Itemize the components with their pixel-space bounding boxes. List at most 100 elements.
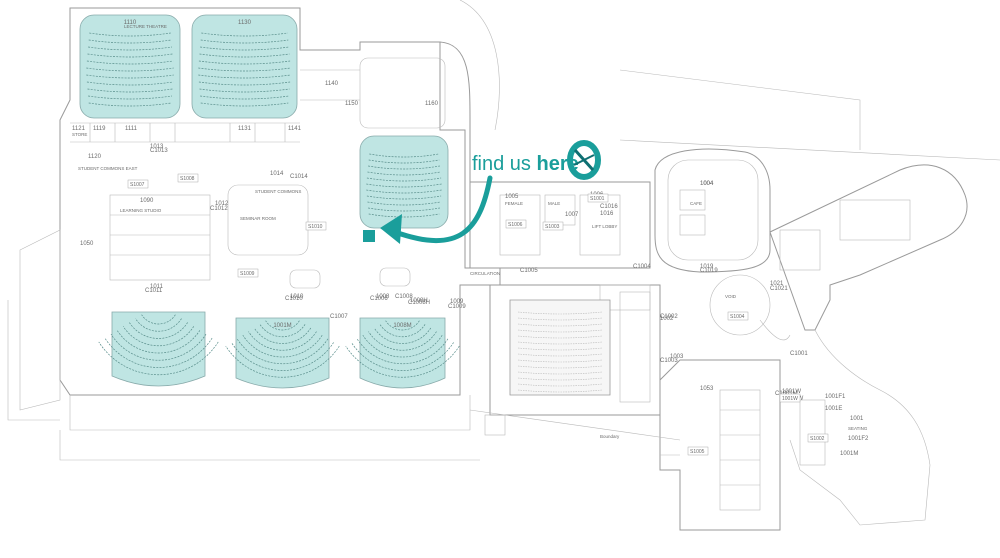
space-label: STUDENT COMMONS EAST bbox=[78, 166, 138, 171]
room-label: 1008 bbox=[376, 294, 390, 300]
circulation-label: C1008H bbox=[408, 300, 430, 306]
room-chip bbox=[177, 173, 199, 183]
room-label: 1001W bbox=[782, 389, 801, 395]
room-label: 1021 bbox=[770, 281, 784, 287]
room-label: 1004 bbox=[700, 181, 714, 187]
room-label: 1019 bbox=[700, 264, 714, 270]
auditorium-seat-row bbox=[517, 371, 603, 375]
room-label: 1007 bbox=[565, 212, 579, 218]
auditorium-seat-row bbox=[517, 341, 603, 345]
room-chip-label: S1001 bbox=[590, 196, 605, 202]
lecture-theatre[interactable] bbox=[98, 311, 219, 387]
room-chip-label: S1003 bbox=[545, 224, 560, 230]
space-label: STUDENT COMMONS bbox=[255, 189, 301, 194]
room-label: 1150 bbox=[345, 101, 359, 107]
theatre-label: 1130 bbox=[238, 20, 252, 26]
room-label: 1120 bbox=[88, 154, 102, 160]
room-chip bbox=[127, 179, 149, 189]
room-chip-label: S1005 bbox=[690, 449, 705, 455]
location-marker-icon[interactable] bbox=[363, 230, 375, 242]
lecture-theatre[interactable]: 1008M bbox=[345, 317, 460, 389]
room-label: 1111 bbox=[125, 126, 138, 132]
space-label: LIFT LOBBY bbox=[592, 224, 617, 229]
circulation-label: C1001 bbox=[790, 351, 808, 357]
room-chip-label: S1007 bbox=[130, 182, 145, 188]
room-chip bbox=[727, 311, 749, 321]
circulation-label: C1007 bbox=[330, 314, 348, 320]
room-label: 1001E bbox=[825, 406, 842, 412]
room-label: 1050 bbox=[80, 241, 94, 247]
arrow-head bbox=[380, 214, 402, 244]
room-chip bbox=[687, 446, 709, 456]
room-label: 1013 bbox=[150, 144, 164, 150]
room-chip-label: S1008 bbox=[180, 176, 195, 182]
room-label: 1001 bbox=[850, 416, 864, 422]
circulation-label: C1010 bbox=[285, 296, 303, 302]
circulation-label: C1011 bbox=[145, 288, 163, 294]
main-auditorium bbox=[509, 299, 611, 396]
room-chip bbox=[587, 193, 609, 203]
space-label: LEARNING STUDIO bbox=[120, 208, 162, 213]
room-label: 1131 bbox=[238, 126, 252, 132]
auditorium-seat-row bbox=[517, 323, 603, 327]
room-label: 1014 bbox=[270, 171, 284, 177]
room-label: 1053 bbox=[700, 386, 714, 392]
room-label: 1004 bbox=[700, 181, 714, 187]
auditorium-seat-row bbox=[517, 329, 603, 333]
room-labels: 1121111911111131114111201090105010061007… bbox=[72, 24, 869, 457]
building-outline bbox=[7, 0, 1000, 531]
room-label: 1003 bbox=[670, 354, 684, 360]
space-label: STORE bbox=[72, 132, 87, 137]
lecture-theatre[interactable]: 1130 bbox=[191, 14, 298, 119]
auditorium-seat-row bbox=[517, 377, 603, 381]
circulation-label: C1006 bbox=[370, 296, 388, 302]
auditorium-seat-row bbox=[517, 389, 603, 393]
pointer-arrow-icon bbox=[392, 175, 493, 244]
room-chip bbox=[779, 393, 801, 403]
room-label: 1001F2 bbox=[848, 436, 869, 442]
room-label: 1119 bbox=[93, 126, 106, 132]
space-label: FEMALE bbox=[505, 201, 523, 206]
room-chip-label: 1001W bbox=[782, 396, 798, 402]
space-label: LECTURE THEATRE bbox=[124, 24, 167, 29]
room-chip bbox=[505, 219, 527, 229]
space-label: SEATING bbox=[848, 426, 868, 431]
lecture-theatre[interactable]: 1001M bbox=[225, 317, 340, 389]
circulation-label: C1009 bbox=[448, 304, 466, 310]
circulation-label: C1014 bbox=[290, 174, 308, 180]
auditorium-seat-row bbox=[517, 359, 603, 363]
room-label: 1001M bbox=[840, 451, 858, 457]
auditorium-seat-row bbox=[517, 317, 603, 321]
auditorium-seat-row bbox=[517, 365, 603, 369]
circulation-label: C1002 bbox=[660, 314, 678, 320]
room-label: 1160 bbox=[425, 101, 439, 107]
room-label: 1121 bbox=[72, 126, 86, 132]
circulation-label: C1021 bbox=[770, 286, 788, 292]
auditorium-seat-row bbox=[517, 383, 603, 387]
circulation-label: C1003 bbox=[660, 358, 678, 364]
lecture-theatre[interactable]: 1110 bbox=[79, 14, 181, 119]
theatre-label: 1001M bbox=[273, 323, 291, 329]
theatre-label: 1110 bbox=[124, 20, 137, 26]
room-chip bbox=[237, 268, 259, 278]
room-label: 1090 bbox=[140, 198, 154, 204]
circulation-label: C1019 bbox=[700, 268, 718, 274]
space-label: VOID bbox=[725, 294, 737, 299]
room-label: 1002 bbox=[660, 316, 674, 322]
space-label: CIRCULATION bbox=[470, 271, 500, 276]
room-label: 1008H bbox=[410, 298, 428, 304]
room-chip bbox=[305, 221, 327, 231]
circulation-label: C1013 bbox=[150, 148, 168, 154]
room-label: 1141 bbox=[288, 126, 302, 132]
lecture-theatres: 1110 1130 1001M 1008M bbox=[79, 14, 460, 389]
theatre-label: 1008M bbox=[393, 323, 411, 329]
callout-text: find us here bbox=[472, 153, 579, 175]
room-chip-label: S1009 bbox=[240, 271, 255, 277]
lecture-theatre[interactable] bbox=[359, 135, 449, 229]
space-label: Boundary bbox=[600, 434, 620, 439]
campus-logo-icon bbox=[567, 140, 601, 180]
room-label: 1001F1 bbox=[825, 394, 846, 400]
auditorium-seat-row bbox=[517, 347, 603, 351]
find-us-callout[interactable]: find us here bbox=[363, 140, 601, 244]
